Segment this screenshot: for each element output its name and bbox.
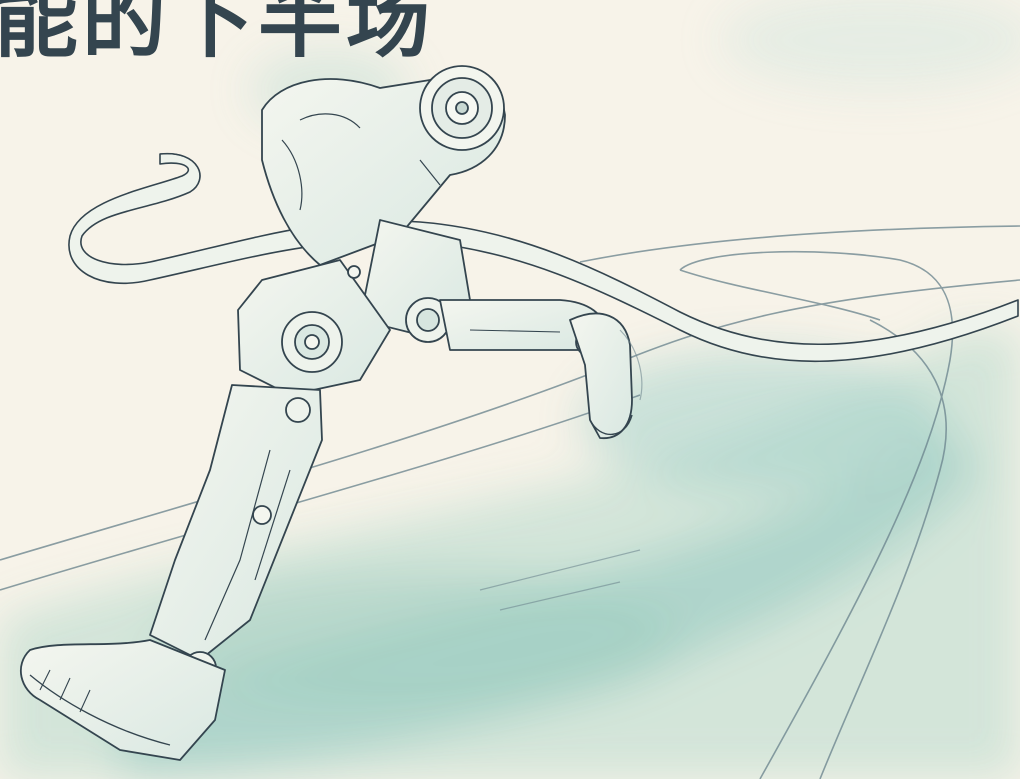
robot-front-thigh — [237, 259, 391, 396]
headline-text: 能的下半场 — [0, 0, 435, 69]
finish-ribbon — [68, 152, 1019, 363]
robot-front-foot — [20, 639, 226, 761]
robot-back-leg — [359, 219, 633, 439]
robot-hip-joint — [261, 65, 506, 266]
motion-lines — [479, 329, 643, 611]
running-track — [0, 225, 1020, 779]
